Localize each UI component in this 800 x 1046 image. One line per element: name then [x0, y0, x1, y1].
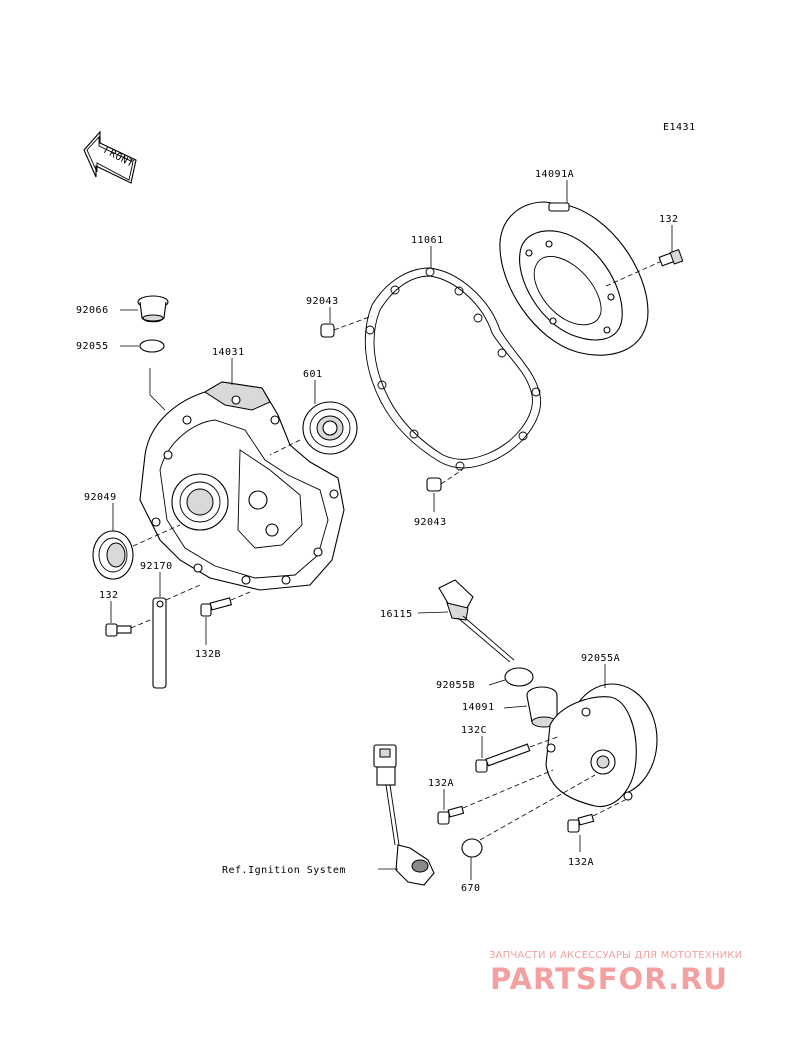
label-16115: 16115 — [380, 609, 413, 620]
o-ring-92055 — [139, 339, 165, 353]
label-14031: 14031 — [212, 347, 245, 358]
generator-cover-14031 — [139, 368, 345, 591]
dowel-pin-92043-top — [320, 315, 373, 338]
label-11061: 11061 — [411, 235, 444, 246]
label-132c: 132C — [461, 725, 487, 736]
watermark-brand: PARTSFOR.RU — [490, 962, 728, 996]
label-132a-right: 132A — [568, 857, 594, 868]
label-92055b: 92055B — [436, 680, 475, 691]
ignition-sensor — [373, 744, 435, 886]
plug-92066 — [137, 295, 169, 323]
gasket-11061 — [364, 267, 542, 471]
clamp-92170 — [152, 584, 201, 689]
label-132a-left: 132A — [428, 778, 454, 789]
bolt-132-left — [105, 619, 151, 637]
bolt-132b — [200, 591, 251, 617]
label-92055a: 92055A — [581, 653, 620, 664]
diagram-code: E1431 — [663, 122, 696, 133]
watermark-tagline: ЗАПЧАСТИ И АКСЕССУАРЫ ДЛЯ МОТОТЕХНИКИ — [489, 950, 743, 961]
cover-92055a — [545, 683, 658, 808]
label-14091: 14091 — [462, 702, 495, 713]
front-arrow-icon: FRONT — [83, 130, 137, 184]
bolt-132c — [475, 735, 561, 773]
label-601: 601 — [303, 369, 323, 380]
bolt-132a-right — [567, 799, 626, 833]
label-14091a: 14091A — [535, 169, 574, 180]
o-ring-670 — [461, 838, 483, 858]
dowel-pin-92043-bottom — [426, 469, 463, 492]
label-670: 670 — [461, 883, 481, 894]
bolt-132a-left — [437, 769, 554, 825]
label-92043-bottom: 92043 — [414, 517, 447, 528]
oil-seal-92049 — [92, 524, 181, 580]
bearing-601 — [269, 401, 358, 456]
label-132b: 132B — [195, 649, 221, 660]
dipstick-16115 — [438, 579, 515, 663]
outer-cover-14091a — [499, 201, 649, 356]
ref-ignition-label: Ref.Ignition System — [222, 865, 346, 876]
filler-neck-14091 — [526, 686, 558, 728]
bolt-132-top — [605, 249, 684, 287]
label-132-top: 132 — [659, 214, 679, 225]
label-132-left: 132 — [99, 590, 119, 601]
label-92066: 92066 — [76, 305, 109, 316]
label-92043-top: 92043 — [306, 296, 339, 307]
o-ring-92055b — [504, 667, 534, 687]
label-92170: 92170 — [140, 561, 173, 572]
label-92049: 92049 — [84, 492, 117, 503]
label-92055: 92055 — [76, 341, 109, 352]
